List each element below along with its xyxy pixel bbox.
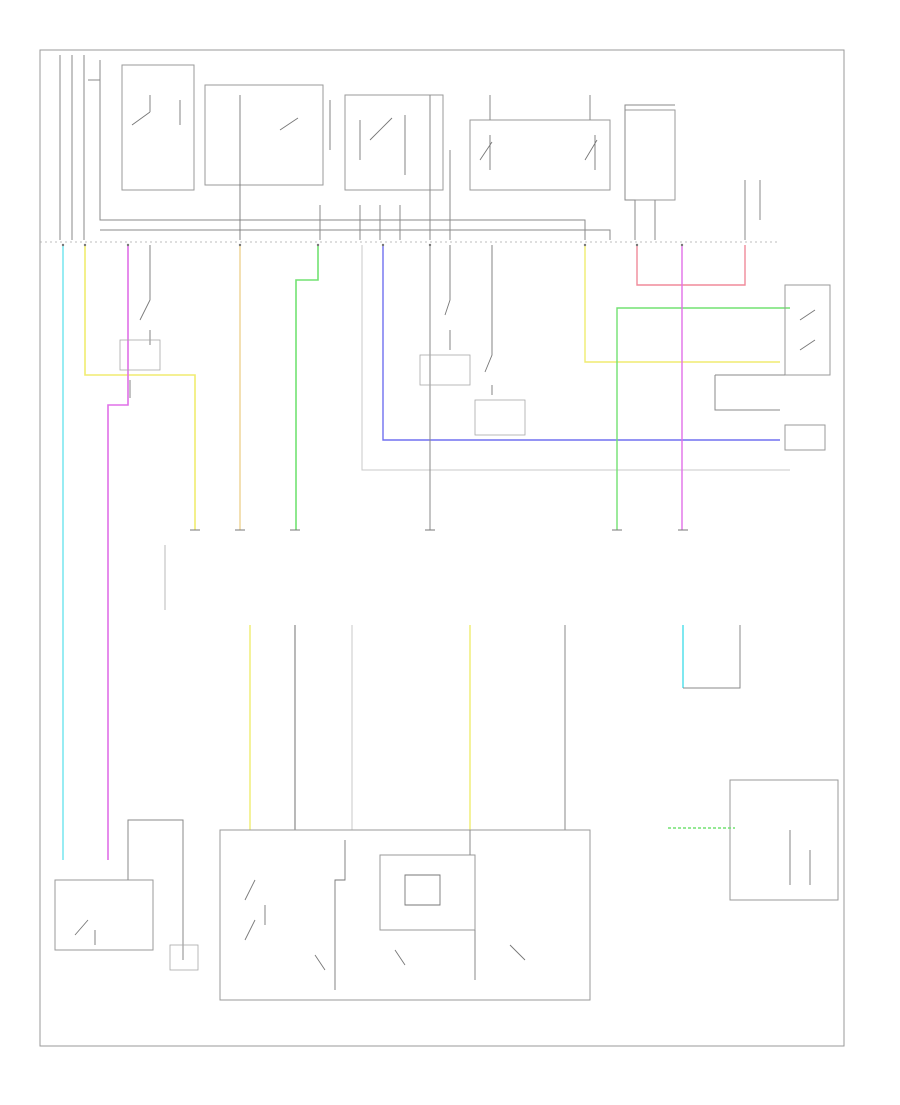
- wire-pink: [636, 245, 746, 286]
- low-speed-relays: [682, 625, 741, 689]
- module-bottom-left: [54, 879, 154, 951]
- relay-3-box: [344, 94, 444, 191]
- wire-light-gray: [361, 245, 790, 471]
- cluster-box: [729, 779, 839, 901]
- module-right-upper: [784, 284, 831, 376]
- module-right-lower: [784, 424, 826, 451]
- relay-4-box: [469, 119, 611, 191]
- wire-yellow-right: [584, 245, 780, 363]
- connector-dots: [61, 243, 684, 247]
- relay-2-box: [204, 84, 324, 186]
- middle-wires: [419, 245, 526, 530]
- bottom-left-module: [54, 819, 199, 971]
- wire-green-right: [616, 307, 790, 530]
- switch-assembly-box: [219, 829, 591, 1001]
- relay-5-box: [624, 109, 676, 201]
- diagram-frame: [39, 49, 845, 1047]
- left-relays: [119, 245, 161, 398]
- wire-magenta-left: [107, 245, 129, 860]
- fuse-relay-block: [59, 55, 761, 240]
- wire-yellow-left: [84, 245, 196, 530]
- wire-green-mid: [295, 245, 319, 530]
- connector-row-2: [164, 529, 688, 610]
- bottom-switch-assembly: [219, 829, 591, 1001]
- relay-1-box: [121, 64, 195, 191]
- switch-inner-box: [379, 854, 476, 931]
- right-modules: [714, 284, 831, 451]
- instrument-cluster: [668, 779, 839, 901]
- wire-blue: [382, 245, 780, 441]
